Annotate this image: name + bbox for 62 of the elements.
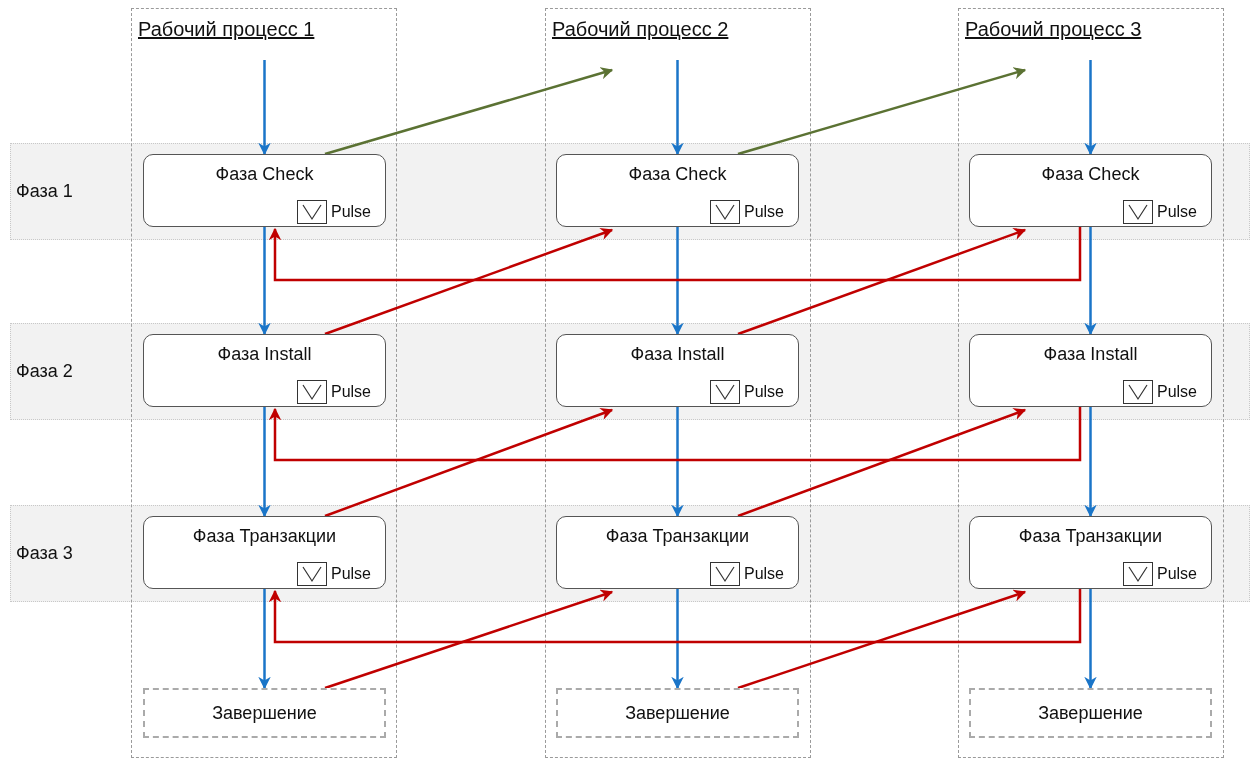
phase-title: Фаза Транзакции [604,525,751,548]
phase-box [969,334,1212,407]
arrow [324,67,614,156]
arrow [258,589,271,690]
arrow [324,589,614,690]
phase-title: Фаза Транзакции [191,525,338,548]
dropdown-label: Pulse [743,564,784,584]
phase-label: Фаза 2 [16,360,73,383]
arrow [671,589,684,690]
arrow [258,407,271,518]
arrow [268,227,1082,282]
end-box [969,688,1212,738]
arrow [737,589,1027,690]
phase-box [556,516,799,589]
dropdown-label: Pulse [1156,564,1197,584]
phase-title: Фаза Install [1042,343,1139,366]
phase-box [143,154,386,227]
dropdown-label: Pulse [1156,382,1197,402]
dropdown-label: Pulse [330,382,371,402]
phase-title: Завершение [212,701,317,725]
phase-title: Фаза Check [627,163,728,186]
arrow [258,60,271,156]
arrow [737,67,1027,156]
column-title: Рабочий процесс 1 [138,19,315,39]
dropdown-label: Pulse [330,564,371,584]
phase-title: Завершение [1038,701,1143,725]
arrow [1084,589,1097,690]
phase-title: Фаза Check [1040,163,1141,186]
phase-box [143,334,386,407]
phase-box [969,516,1212,589]
phase-box [556,334,799,407]
arrow [1084,407,1097,518]
arrow [268,407,1082,462]
phase-box [969,154,1212,227]
arrow [671,227,684,336]
phase-label: Фаза 1 [16,180,73,203]
phase-title: Фаза Install [629,343,726,366]
end-box [556,688,799,738]
phase-title: Завершение [625,701,730,725]
phase-title: Фаза Транзакции [1017,525,1164,548]
phase-label: Фаза 3 [16,542,73,565]
dropdown-label: Pulse [743,202,784,222]
arrow [671,407,684,518]
arrow [324,227,614,336]
arrow [671,60,684,156]
dropdown-label: Pulse [1156,202,1197,222]
column-title: Рабочий процесс 3 [965,19,1142,39]
arrow [1084,227,1097,336]
phase-title: Фаза Install [216,343,313,366]
phase-title: Фаза Check [214,163,315,186]
arrow [1084,60,1097,156]
column-title: Рабочий процесс 2 [552,19,729,39]
arrow [258,227,271,336]
end-box [143,688,386,738]
dropdown-label: Pulse [330,202,371,222]
phase-box [556,154,799,227]
swimlane-column [545,8,811,758]
swimlane-column [958,8,1224,758]
swimlane-column [131,8,397,758]
arrow [268,589,1082,644]
dropdown-label: Pulse [743,382,784,402]
phase-box [143,516,386,589]
